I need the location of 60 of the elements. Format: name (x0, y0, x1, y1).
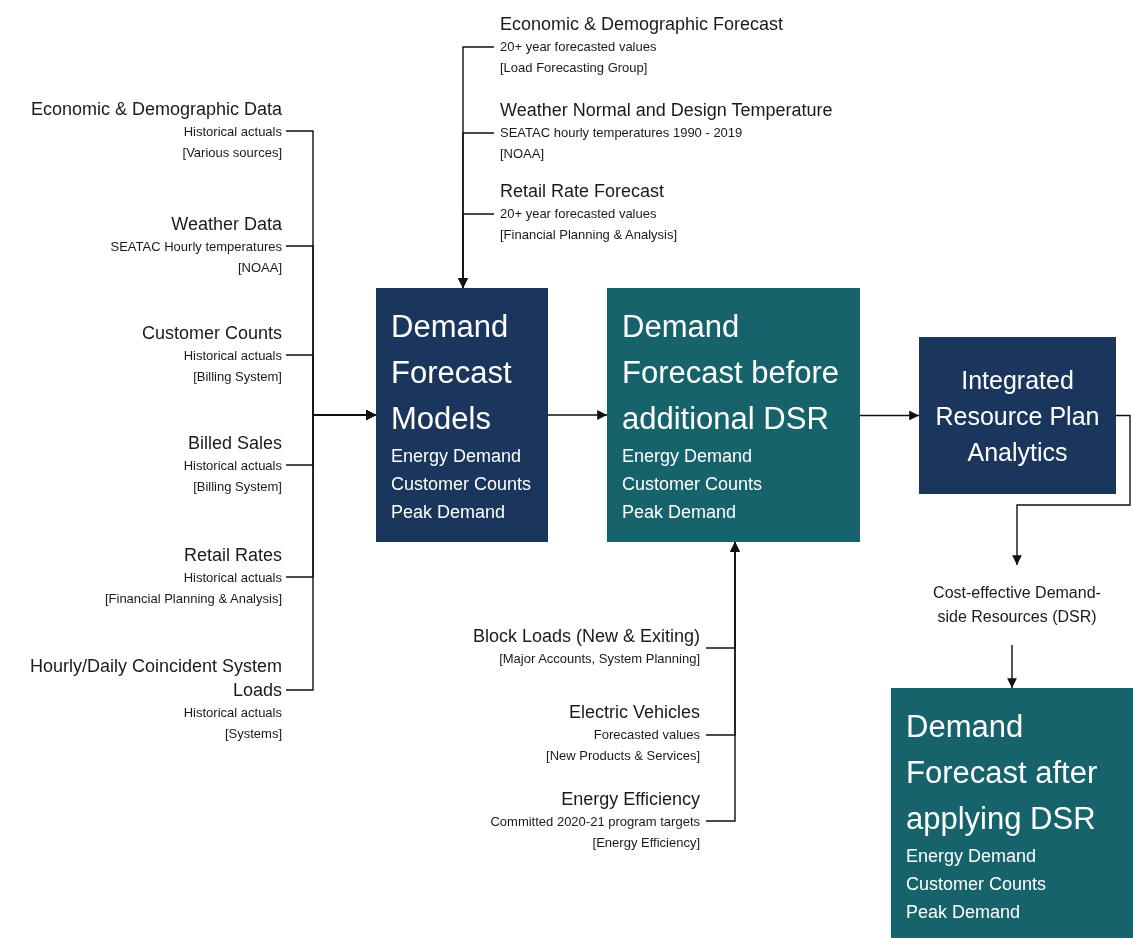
box-item: Customer Counts (906, 873, 1048, 896)
input-detail: [NOAA] (237, 259, 282, 277)
input-detail: SEATAC Hourly temperatures (110, 238, 282, 256)
input-title: Retail Rate Forecast (500, 180, 665, 203)
input-title: Electric Vehicles (568, 701, 700, 724)
input-title: Economic & Demographic Forecast (500, 13, 784, 36)
input-detail: [Billing System] (193, 478, 282, 496)
box-item: Energy Demand (391, 445, 523, 468)
input-title: Weather Data (171, 213, 282, 236)
box-item: Customer Counts (391, 473, 533, 496)
input-title: Billed Sales (187, 432, 282, 455)
input-detail: [NOAA] (500, 145, 545, 163)
input-title: Customer Counts (141, 322, 282, 345)
input-detail: [Various sources] (182, 144, 282, 162)
box-title: Demand Forecast Models (391, 308, 513, 438)
connector-arrow (285, 410, 377, 691)
connector-arrow (458, 213, 495, 289)
process-box (607, 288, 860, 542)
input-detail: SEATAC hourly temperatures 1990 - 2019 (500, 124, 743, 142)
connector-arrow (547, 410, 608, 420)
process-box (919, 337, 1116, 494)
input-title: Energy Efficiency (561, 788, 700, 811)
box-title: Demand Forecast before additional DSR (622, 308, 841, 438)
input-title: Economic & Demographic Data (30, 98, 282, 121)
input-detail: [Load Forecasting Group] (500, 59, 648, 77)
flow-label: Cost-effective Demand-side Resources (DSR) (932, 583, 1102, 627)
connector-arrow (1012, 414, 1131, 566)
input-detail: Committed 2020-21 program targets (490, 813, 700, 831)
input-detail: Historical actuals (183, 704, 282, 722)
input-title: Retail Rates (183, 544, 282, 567)
box-item: Peak Demand (391, 501, 507, 524)
box-item: Peak Demand (906, 901, 1022, 924)
box-item: Energy Demand (622, 445, 754, 468)
input-detail: [Financial Planning & Analysis] (104, 590, 282, 608)
connector-arrow (859, 410, 920, 421)
input-detail: [New Products & Services] (546, 747, 700, 765)
connector-arrow (705, 541, 740, 822)
input-detail: [Major Accounts, System Planning] (499, 650, 700, 668)
box-item: Customer Counts (622, 473, 764, 496)
input-detail: Historical actuals (183, 457, 282, 475)
input-detail: [Systems] (224, 725, 282, 743)
input-title: Block Loads (New & Exiting) (472, 625, 700, 648)
connector-arrow (1007, 644, 1017, 689)
box-title: Demand Forecast after applying DSR (906, 708, 1099, 838)
input-detail: [Billing System] (193, 368, 282, 386)
process-box (376, 288, 548, 542)
input-detail: [Financial Planning & Analysis] (500, 226, 678, 244)
input-detail: Historical actuals (183, 123, 282, 141)
process-box (891, 688, 1133, 938)
input-title: Hourly/Daily Coincident System Loads (28, 655, 282, 702)
box-item: Peak Demand (622, 501, 738, 524)
input-detail: Historical actuals (183, 347, 282, 365)
input-detail: [Energy Efficiency] (592, 834, 700, 852)
input-title: Weather Normal and Design Temperature (500, 99, 833, 122)
input-detail: 20+ year forecasted values (500, 205, 657, 223)
box-item: Energy Demand (906, 845, 1038, 868)
input-detail: Forecasted values (593, 726, 700, 744)
box-title: Integrated Resource Plan Analytics (934, 364, 1101, 468)
input-detail: Historical actuals (183, 569, 282, 587)
input-detail: 20+ year forecasted values (500, 38, 657, 56)
